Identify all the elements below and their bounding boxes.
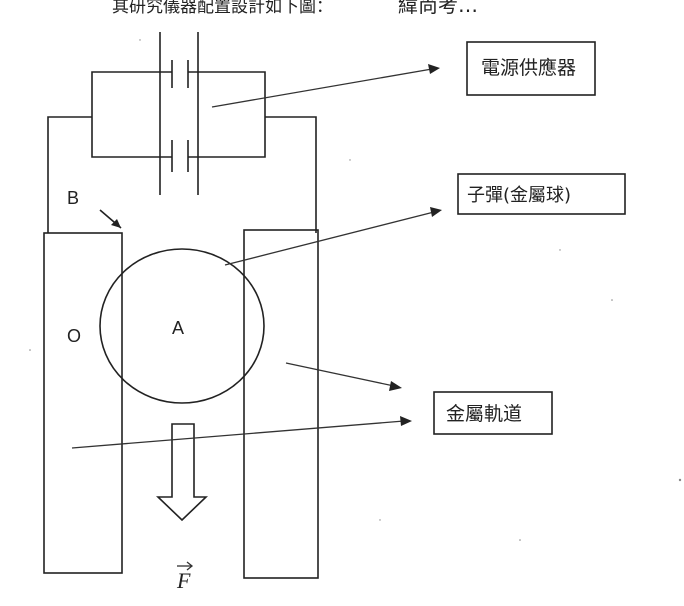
bullet-label: 子彈(金屬球): [467, 185, 571, 206]
bullet-leader: [224, 207, 442, 266]
header-handwriting: 緯尚考…: [398, 0, 478, 17]
force-label: F: [176, 561, 194, 593]
rail-label-box: 金屬軌道: [433, 391, 553, 435]
scan-noise: [29, 39, 682, 541]
power-supply-label-box: 電源供應器: [466, 41, 596, 96]
bullet-label-box: 子彈(金屬球): [457, 173, 626, 215]
point-o-label: O: [67, 326, 81, 346]
metal-ball: [99, 248, 265, 404]
header-text: 其研究儀器配置設計如下圖：: [112, 0, 333, 17]
left-rail: [43, 232, 123, 574]
rail-label: 金屬軌道: [446, 403, 522, 425]
power-supply-label: 電源供應器: [481, 56, 576, 79]
point-b-label: B: [67, 188, 79, 208]
rail-leader-left: [71, 416, 412, 449]
force-arrow: [156, 423, 208, 522]
power-supply-symbol: [47, 32, 317, 233]
right-rail: [243, 229, 319, 579]
power-supply-leader: [211, 64, 440, 108]
force-symbol: F: [176, 568, 191, 593]
point-a-label: A: [172, 318, 184, 338]
b-pointer-arrow: [99, 209, 122, 229]
rail-leader-right: [285, 362, 402, 391]
